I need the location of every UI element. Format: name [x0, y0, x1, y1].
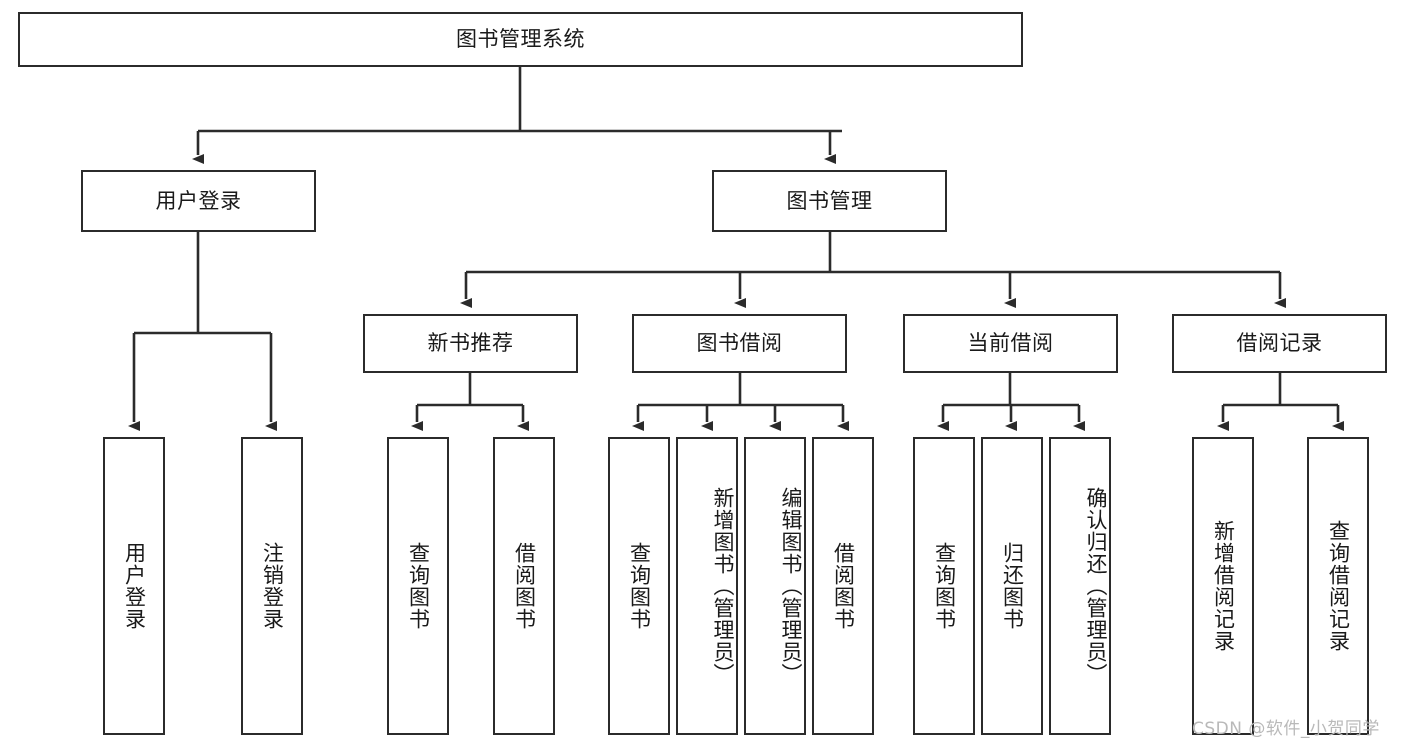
leaf-edit-book-admin-label: 编辑图书（管理员） [779, 487, 803, 685]
leaf-add-borrow-record[interactable]: 新增借阅记录 [1192, 437, 1254, 735]
node-borrow-record-label: 借阅记录 [1236, 331, 1323, 356]
leaf-borrow-book-1-label: 借阅图书 [512, 542, 537, 630]
leaf-confirm-return-admin[interactable]: 确认归还（管理员） [1049, 437, 1111, 735]
node-current-borrow-label: 当前借阅 [967, 331, 1054, 356]
leaf-user-login[interactable]: 用户登录 [103, 437, 165, 735]
leaf-confirm-return-admin-label: 确认归还（管理员） [1084, 487, 1108, 685]
leaf-user-login-label: 用户登录 [122, 542, 147, 630]
leaf-query-book-3-label: 查询图书 [932, 542, 957, 630]
leaf-logout-login-label: 注销登录 [260, 542, 285, 630]
leaf-query-book-1[interactable]: 查询图书 [387, 437, 449, 735]
node-current-borrow[interactable]: 当前借阅 [903, 314, 1118, 373]
node-user-login[interactable]: 用户登录 [81, 170, 316, 232]
leaf-return-book[interactable]: 归还图书 [981, 437, 1043, 735]
leaf-add-book-admin-label: 新增图书（管理员） [711, 487, 735, 685]
node-root-system-label: 图书管理系统 [456, 27, 585, 52]
leaf-query-book-3[interactable]: 查询图书 [913, 437, 975, 735]
leaf-query-book-2[interactable]: 查询图书 [608, 437, 670, 735]
leaf-query-borrow-record-label: 查询借阅记录 [1326, 520, 1351, 652]
leaf-edit-book-admin[interactable]: 编辑图书（管理员） [744, 437, 806, 735]
node-book-borrow[interactable]: 图书借阅 [632, 314, 847, 373]
node-book-management[interactable]: 图书管理 [712, 170, 947, 232]
node-book-borrow-label: 图书借阅 [696, 331, 783, 356]
leaf-add-borrow-record-label: 新增借阅记录 [1211, 520, 1236, 652]
leaf-add-book-admin[interactable]: 新增图书（管理员） [676, 437, 738, 735]
node-new-book-recommend[interactable]: 新书推荐 [363, 314, 578, 373]
leaf-borrow-book-2-label: 借阅图书 [831, 542, 856, 630]
node-user-login-label: 用户登录 [155, 188, 242, 213]
leaf-borrow-book-1[interactable]: 借阅图书 [493, 437, 555, 735]
node-new-book-recommend-label: 新书推荐 [427, 331, 514, 356]
node-root-system[interactable]: 图书管理系统 [18, 12, 1023, 67]
leaf-borrow-book-2[interactable]: 借阅图书 [812, 437, 874, 735]
leaf-query-borrow-record[interactable]: 查询借阅记录 [1307, 437, 1369, 735]
node-borrow-record[interactable]: 借阅记录 [1172, 314, 1387, 373]
leaf-return-book-label: 归还图书 [1000, 542, 1025, 630]
leaf-logout-login[interactable]: 注销登录 [241, 437, 303, 735]
leaf-query-book-2-label: 查询图书 [627, 542, 652, 630]
leaf-query-book-1-label: 查询图书 [406, 542, 431, 630]
node-book-management-label: 图书管理 [786, 188, 873, 213]
